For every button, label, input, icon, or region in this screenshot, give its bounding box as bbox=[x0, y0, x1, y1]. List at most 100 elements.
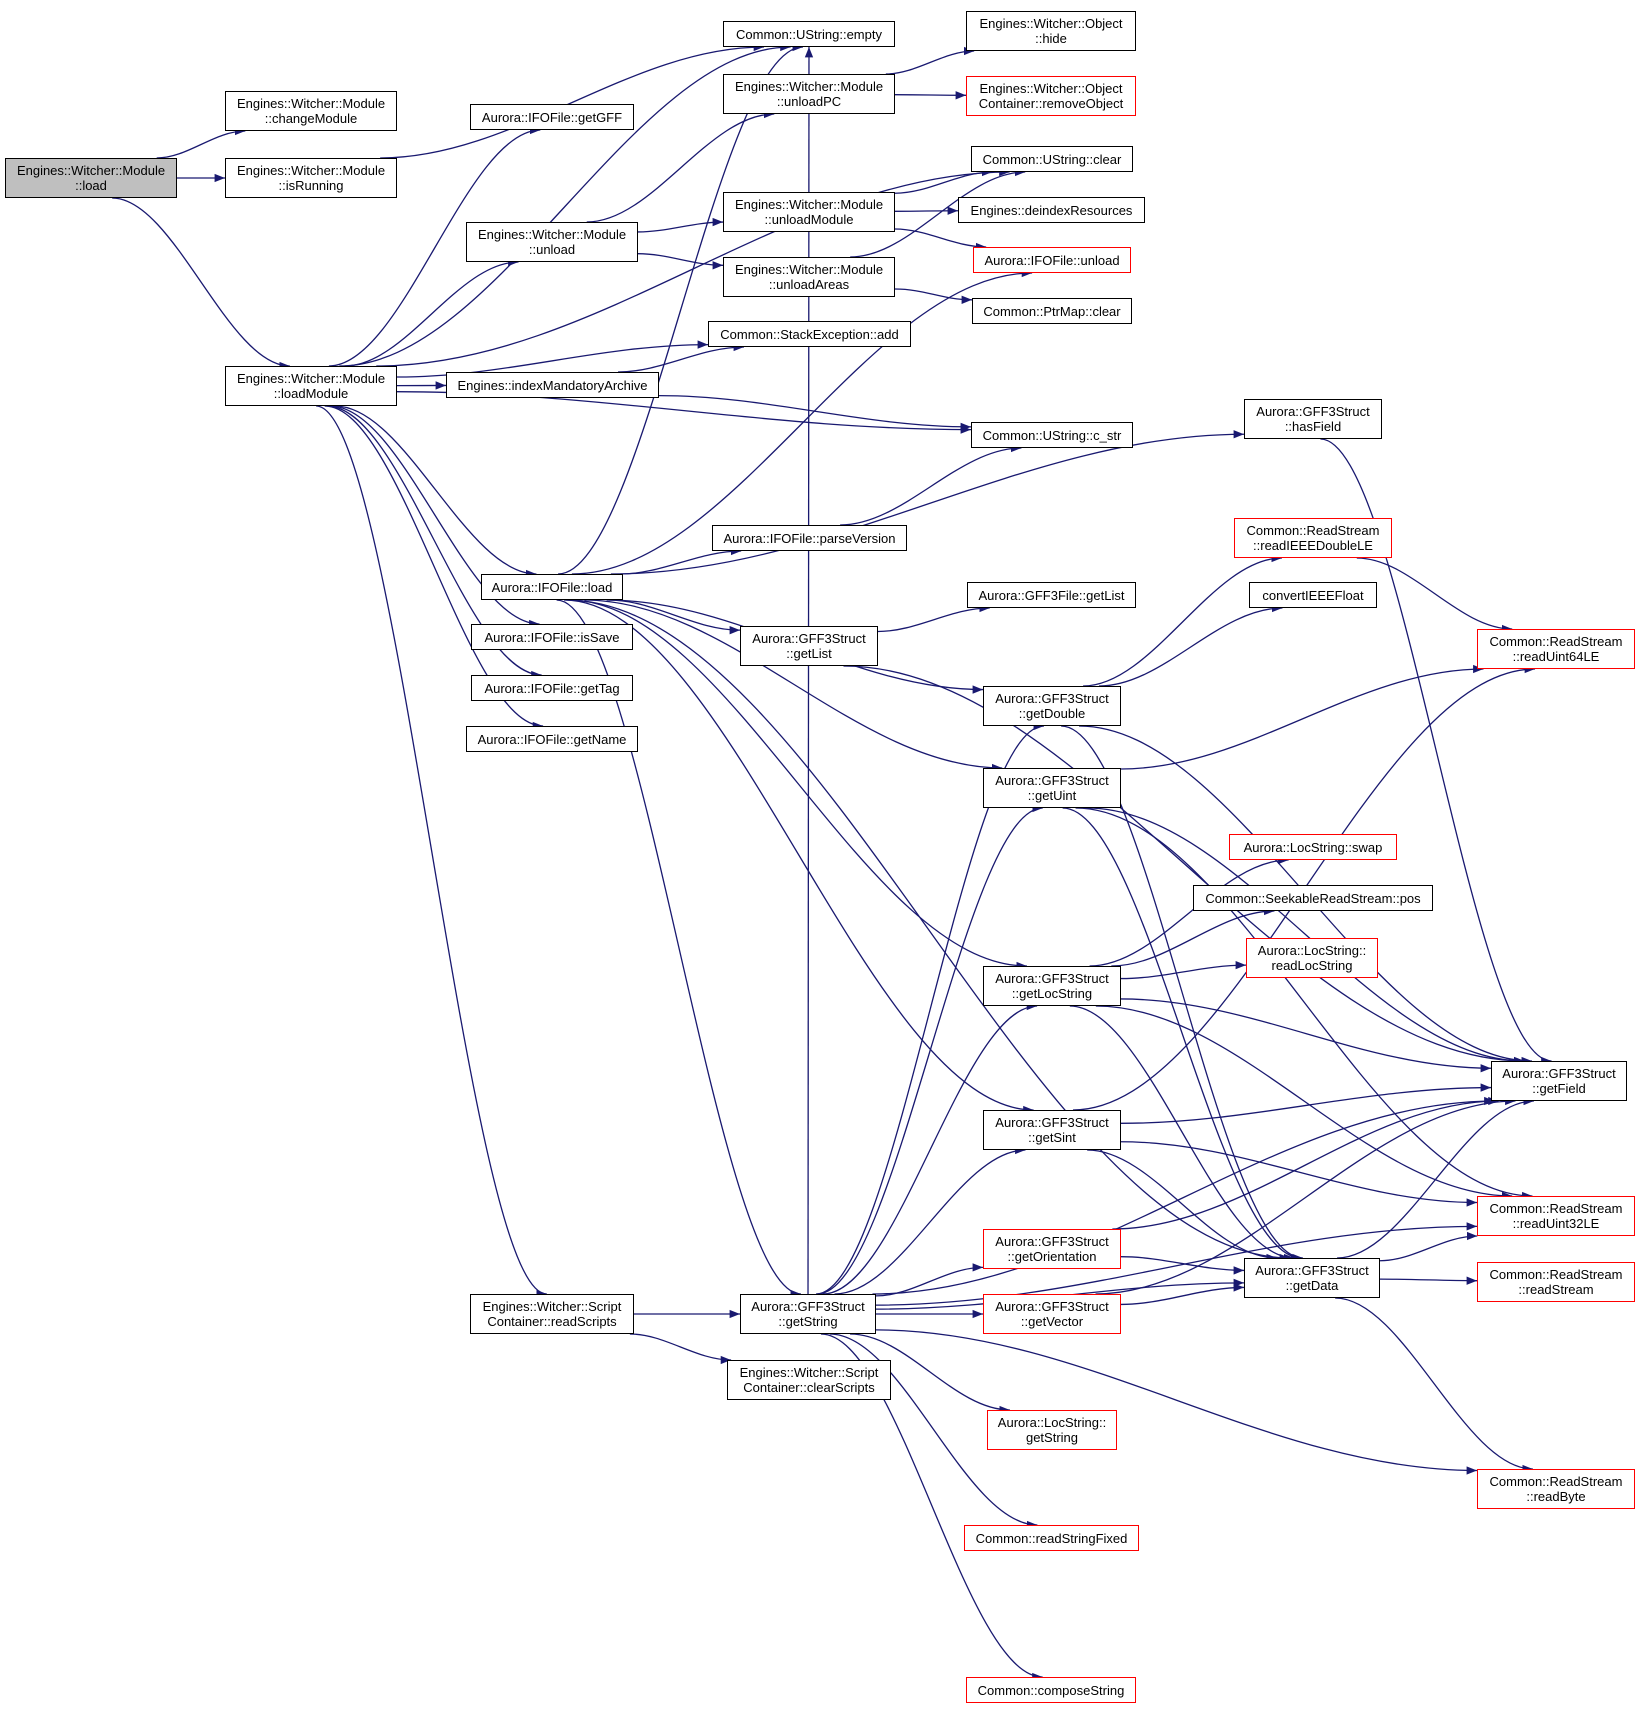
edge-getString-to-emptyStr bbox=[804, 46, 814, 1295]
node-gff3struct-get-field[interactable]: Aurora::GFF3Struct::getField bbox=[1491, 1061, 1627, 1101]
edge-ifoLoad-to-hasField bbox=[610, 430, 1245, 575]
edge-getUint-to-readUint32 bbox=[1075, 807, 1533, 1201]
node-locstring-read-loc-string[interactable]: Aurora::LocString::readLocString bbox=[1246, 938, 1378, 978]
node-ptrmap-clear[interactable]: Common::PtrMap::clear bbox=[972, 298, 1132, 324]
node-ifofile-get-tag[interactable]: Aurora::IFOFile::getTag bbox=[471, 675, 633, 701]
node-index-mandatory-archive[interactable]: Engines::indexMandatoryArchive bbox=[446, 372, 659, 398]
edge-getString-to-readByte bbox=[875, 1329, 1478, 1475]
edge-getData-to-readStream bbox=[1379, 1276, 1478, 1285]
edge-loadModule-to-getName bbox=[324, 405, 544, 731]
node-gff3struct-get-uint[interactable]: Aurora::GFF3Struct::getUint bbox=[983, 768, 1121, 808]
node-ustring-clear[interactable]: Common::UString::clear bbox=[971, 146, 1133, 172]
edge-getString-to-getUint bbox=[817, 803, 1043, 1295]
node-ifofile-get-gff[interactable]: Aurora::IFOFile::getGFF bbox=[470, 104, 634, 130]
node-witcher-module-load-module[interactable]: Engines::Witcher::Module::loadModule bbox=[225, 366, 397, 406]
node-witcher-module-unload-pc[interactable]: Engines::Witcher::Module::unloadPC bbox=[723, 74, 895, 114]
edge-loadModule-to-readScripts bbox=[316, 405, 547, 1299]
edge-getLocString-to-getData bbox=[1069, 1005, 1295, 1263]
edge-getLocString-to-readUint32 bbox=[1095, 1005, 1513, 1201]
edge-getLocString-to-readLocString bbox=[1120, 960, 1247, 980]
node-gff3struct-get-loc-string[interactable]: Aurora::GFF3Struct::getLocString bbox=[983, 966, 1121, 1006]
edge-loadModule-to-ifoLoad bbox=[334, 405, 537, 579]
node-gff3file-get-list[interactable]: Aurora::GFF3File::getList bbox=[967, 582, 1136, 608]
edge-getLocString-to-getField bbox=[1120, 998, 1492, 1073]
node-seekable-read-stream-pos[interactable]: Common::SeekableReadStream::pos bbox=[1193, 885, 1433, 911]
node-readstream-read-byte[interactable]: Common::ReadStream::readByte bbox=[1477, 1469, 1635, 1509]
edge-ifoLoad-to-getString bbox=[556, 599, 801, 1299]
edge-unload-to-unloadPC bbox=[586, 109, 775, 223]
node-ifofile-parse-version[interactable]: Aurora::IFOFile::parseVersion bbox=[712, 525, 907, 551]
edge-ifoLoad-to-getLocString bbox=[568, 599, 1027, 971]
node-read-string-fixed[interactable]: Common::readStringFixed bbox=[964, 1525, 1139, 1551]
edge-unloadModule-to-ustrClear bbox=[894, 167, 993, 194]
edge-getLocString-to-swap bbox=[1089, 855, 1289, 967]
edge-ifoLoad-to-getUint bbox=[584, 599, 1003, 773]
edge-structGetList-to-gffGetList bbox=[877, 603, 990, 633]
edge-getString-to-readUint32 bbox=[875, 1222, 1478, 1306]
edge-getDouble-to-readDouble bbox=[1083, 553, 1282, 687]
node-ifofile-load[interactable]: Aurora::IFOFile::load bbox=[481, 574, 623, 600]
edge-loadModule-to-stackAdd bbox=[396, 340, 709, 378]
edge-getData-to-readByte bbox=[1335, 1297, 1533, 1474]
edge-loadModule-to-getTag bbox=[326, 405, 542, 680]
edge-loadModule-to-getGFF bbox=[328, 125, 541, 367]
node-locstring-get-string[interactable]: Aurora::LocString::getString bbox=[987, 1410, 1117, 1450]
edge-unload-to-unloadAreas bbox=[637, 253, 724, 270]
node-readstream-read-uint64-le[interactable]: Common::ReadStream::readUint64LE bbox=[1477, 629, 1635, 669]
node-gff3struct-get-data[interactable]: Aurora::GFF3Struct::getData bbox=[1244, 1258, 1380, 1298]
node-witcher-module-is-running[interactable]: Engines::Witcher::Module::isRunning bbox=[225, 158, 397, 198]
node-ustring-empty[interactable]: Common::UString::empty bbox=[723, 21, 895, 47]
edge-getString-to-getSint bbox=[834, 1145, 1026, 1295]
node-compose-string[interactable]: Common::composeString bbox=[966, 1677, 1136, 1703]
node-stack-exception-add[interactable]: Common::StackException::add bbox=[708, 321, 911, 347]
edge-isRunning-to-emptyStr bbox=[380, 42, 765, 159]
edge-load-to-changeModule bbox=[156, 126, 246, 159]
node-ustring-c-str[interactable]: Common::UString::c_str bbox=[971, 422, 1133, 448]
node-witcher-module-unload-areas[interactable]: Engines::Witcher::Module::unloadAreas bbox=[723, 257, 895, 297]
node-witcher-module-unload[interactable]: Engines::Witcher::Module::unload bbox=[466, 222, 638, 262]
node-deindex-resources[interactable]: Engines::deindexResources bbox=[958, 197, 1145, 223]
node-locstring-swap[interactable]: Aurora::LocString::swap bbox=[1229, 834, 1397, 860]
edge-loadModule-to-emptyStr bbox=[339, 42, 791, 367]
edge-getUint-to-readUint64 bbox=[1120, 664, 1484, 770]
edge-getDouble-to-getData bbox=[1061, 725, 1303, 1263]
edge-getString-to-getLocString bbox=[822, 1001, 1038, 1295]
node-ifofile-unload[interactable]: Aurora::IFOFile::unload bbox=[973, 247, 1131, 273]
edge-getVector-to-getData bbox=[1120, 1283, 1245, 1306]
edge-unloadModule-to-deindex bbox=[894, 206, 959, 215]
node-witcher-object-hide[interactable]: Engines::Witcher::Object::hide bbox=[966, 11, 1136, 51]
node-witcher-module-load[interactable]: Engines::Witcher::Module::load bbox=[5, 158, 177, 198]
node-readstream-read-stream[interactable]: Common::ReadStream::readStream bbox=[1477, 1262, 1635, 1302]
node-gff3struct-get-string[interactable]: Aurora::GFF3Struct::getString bbox=[740, 1294, 876, 1334]
node-convert-ieee-float[interactable]: convertIEEEFloat bbox=[1249, 582, 1377, 608]
node-readstream-read-uint32-le[interactable]: Common::ReadStream::readUint32LE bbox=[1477, 1196, 1635, 1236]
edge-getData-to-getField bbox=[1337, 1096, 1534, 1259]
edge-getSint-to-getField bbox=[1120, 1083, 1492, 1124]
edge-parseVersion-to-cstr bbox=[840, 443, 1022, 526]
node-gff3struct-get-sint[interactable]: Aurora::GFF3Struct::getSint bbox=[983, 1110, 1121, 1150]
edge-getLocString-to-pos bbox=[1111, 906, 1275, 967]
node-gff3struct-get-double[interactable]: Aurora::GFF3Struct::getDouble bbox=[983, 686, 1121, 726]
edge-indexMand-to-stackAdd bbox=[618, 342, 744, 373]
node-gff3struct-get-vector[interactable]: Aurora::GFF3Struct::getVector bbox=[983, 1294, 1121, 1334]
node-gff3struct-get-list[interactable]: Aurora::GFF3Struct::getList bbox=[740, 626, 878, 666]
node-readstream-read-ieee-double-le[interactable]: Common::ReadStream::readIEEEDoubleLE bbox=[1234, 518, 1392, 558]
edge-getString-to-compose bbox=[820, 1333, 1043, 1682]
node-gff3struct-get-orientation[interactable]: Aurora::GFF3Struct::getOrientation bbox=[983, 1229, 1121, 1269]
edge-getString-to-getDouble bbox=[816, 721, 1044, 1295]
node-ifofile-is-save[interactable]: Aurora::IFOFile::isSave bbox=[471, 624, 633, 650]
edge-getString-to-getOrientation bbox=[875, 1263, 984, 1297]
edge-unloadPC-to-removeObject bbox=[894, 91, 967, 100]
node-gff3struct-has-field[interactable]: Aurora::GFF3Struct::hasField bbox=[1244, 399, 1382, 439]
node-ifofile-get-name[interactable]: Aurora::IFOFile::getName bbox=[466, 726, 638, 752]
edge-getString-to-getField bbox=[872, 1096, 1495, 1295]
edge-getString-to-locGetString bbox=[850, 1333, 1010, 1415]
node-witcher-module-change-module[interactable]: Engines::Witcher::Module::changeModule bbox=[225, 91, 397, 131]
edge-getOrientation-to-getField bbox=[1112, 1096, 1499, 1230]
node-witcher-module-unload-module[interactable]: Engines::Witcher::Module::unloadModule bbox=[723, 192, 895, 232]
edge-unloadPC-to-hide bbox=[885, 46, 975, 75]
edge-getVector-to-getField bbox=[1095, 1096, 1516, 1295]
